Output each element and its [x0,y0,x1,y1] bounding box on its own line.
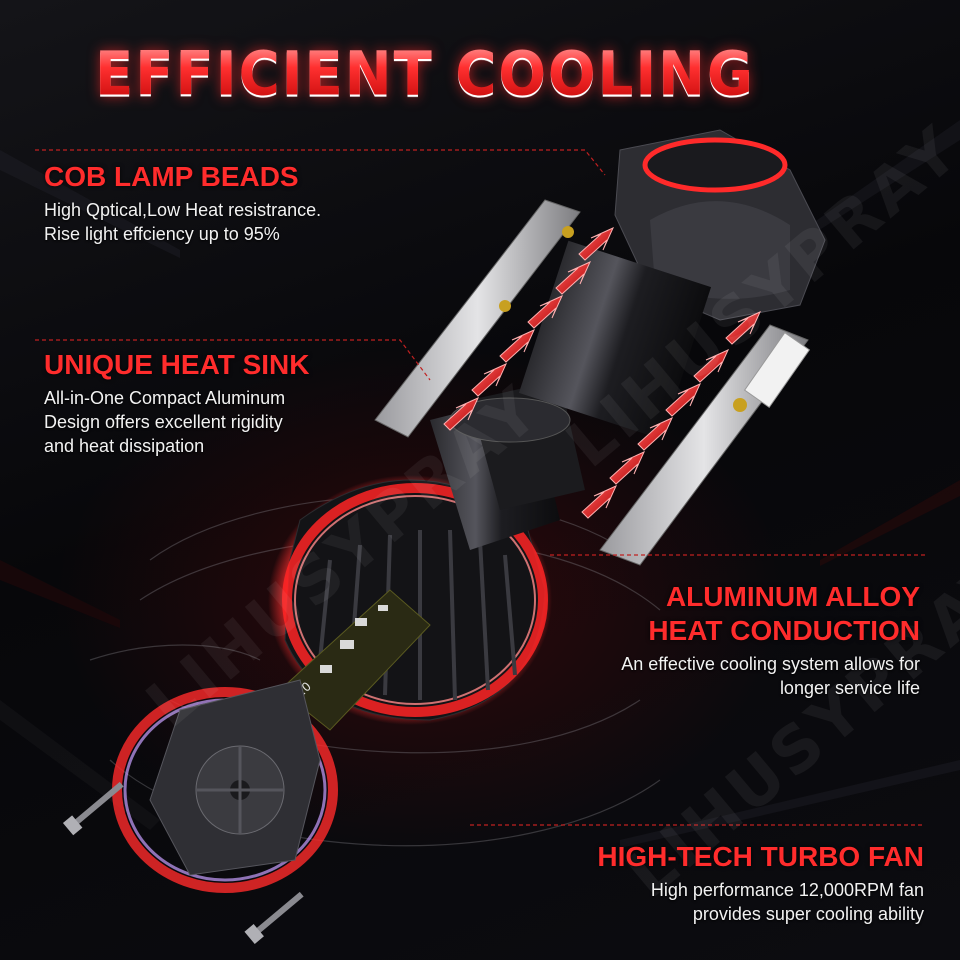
twist-lock-base [518,129,826,440]
turbo-fan [112,679,338,893]
feature-description-line: High performance 12,000RPM fan [650,880,924,900]
feature-description: All-in-One Compact Aluminum Design offer… [44,386,424,458]
feature-title: UNIQUE HEAT SINK [44,349,310,380]
feature-unique-heat-sink: UNIQUE HEAT SINK All-in-One Compact Alum… [44,348,424,458]
feature-description-line: and heat dissipation [44,436,205,456]
feature-turbo-fan: HIGH-TECH TURBO FAN High performance 12,… [500,840,924,926]
feature-title: HIGH-TECH TURBO FAN [597,841,924,872]
feature-description-line: An effective cooling system allows for [621,654,920,674]
feature-description-line: All-in-One Compact Aluminum [44,388,286,408]
page-title: EFFICIENT COOLING SYSTEM [30,37,820,185]
feature-description-line: longer service life [779,678,920,698]
feature-title: ALUMINUM ALLOY [665,581,920,612]
feature-description-line: Rise light effciency up to 95% [44,224,280,244]
feature-description-line: High Qptical,Low Heat resistrance. [44,200,322,220]
feature-aluminum-alloy: ALUMINUM ALLOY HEAT CONDUCTION An effect… [520,580,920,700]
feature-description: An effective cooling system allows for l… [520,652,920,700]
cob-led-board-right [599,324,811,566]
cob-led-board-left [374,199,581,438]
leader-lines [35,149,925,826]
feature-description-line: Design offers excellent rigidity [44,412,283,432]
feature-title: HEAT CONDUCTION [648,615,920,646]
screws [62,781,304,945]
feature-title: COB LAMP BEADS [44,161,299,192]
feature-description: High Qptical,Low Heat resistrance. Rise … [44,198,424,246]
heat-flow-arrows [443,226,762,519]
feature-description: High performance 12,000RPM fan provides … [500,878,924,926]
feature-cob-lamp-beads: COB LAMP BEADS High Qptical,Low Heat res… [44,160,424,246]
feature-description-line: provides super cooling ability [692,904,924,924]
